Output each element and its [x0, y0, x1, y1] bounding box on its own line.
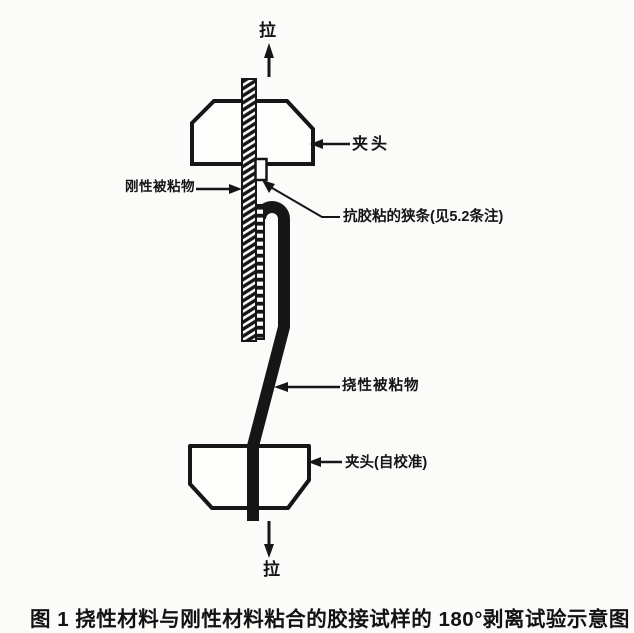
bottom-pull-label: 拉 — [263, 560, 280, 579]
top-pull-label: 拉 — [259, 21, 276, 40]
release-strip-leader — [262, 180, 340, 218]
bottom-clamp-arrow — [308, 457, 342, 467]
rigid-adherend-label: 刚性被粘物 — [125, 179, 195, 194]
rigid-adherend-arrow — [196, 184, 242, 194]
adhesive-rungs — [256, 206, 263, 338]
flexible-adherend-arrow — [274, 382, 340, 392]
top-pull-arrow — [264, 43, 274, 77]
figure-caption: 图 1 挠性材料与刚性材料粘合的胶接试样的 180°剥离试验示意图 — [30, 608, 630, 631]
flexible-adherend-label: 挠性被粘物 — [342, 378, 420, 394]
release-strip-label: 抗胶粘的狭条(见5.2条注) — [343, 209, 504, 225]
top-clamp-arrow — [310, 139, 350, 149]
bottom-clamp-label: 夹头(自校准) — [345, 455, 428, 471]
top-clamp-label: 夹头 — [352, 136, 391, 153]
rigid-adherend-strip — [241, 78, 257, 342]
bottom-pull-arrow — [264, 521, 274, 558]
release-strip-rect — [254, 157, 268, 182]
